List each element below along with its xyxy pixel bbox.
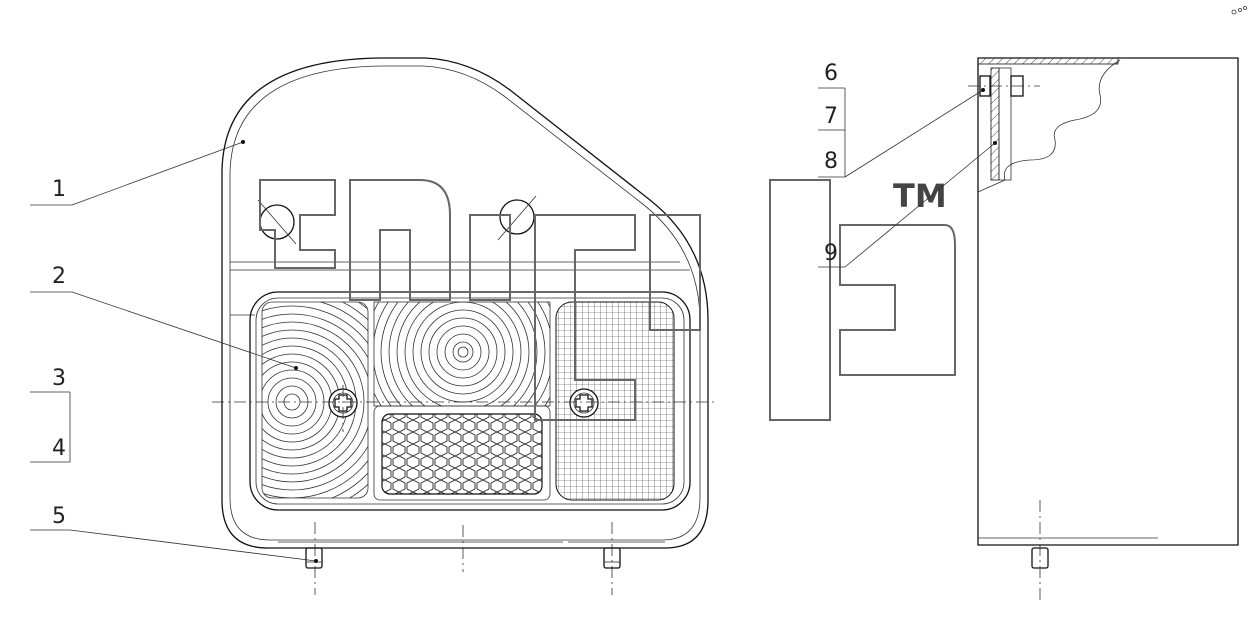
lens-left-border: [261, 301, 369, 499]
watermark-letter-3: [469, 214, 511, 301]
callout-8: 8: [824, 149, 838, 174]
watermark-letter-6: [769, 179, 831, 421]
lens-right-grid: [555, 301, 675, 501]
front-view: [212, 57, 716, 595]
screw-right: [569, 388, 599, 418]
side-view: [968, 57, 1239, 600]
mounting-plate: [998, 67, 1012, 181]
corner-mark: [1231, 6, 1247, 15]
mounting-hole-left: [257, 199, 297, 245]
callout-7: 7: [824, 104, 838, 129]
gasket-hatch: [990, 67, 1000, 181]
watermark-letter-2: [349, 179, 451, 301]
watermark-trademark: TM: [893, 177, 947, 215]
watermark-letter-4: [534, 214, 636, 421]
callout-1: 1: [52, 177, 66, 202]
callouts: 1 2 3 4 5 6 7 8 9: [30, 61, 997, 563]
lens-left-concentric: [262, 302, 368, 498]
break-line: [977, 59, 1121, 193]
callout-6: 6: [824, 61, 838, 86]
housing-outline: [221, 57, 709, 549]
watermark-letter-5: [649, 214, 701, 331]
callout-2: 2: [52, 264, 66, 289]
side-housing: [977, 57, 1239, 546]
hex-reflector: [381, 413, 543, 495]
callout-4: 4: [52, 436, 66, 461]
housing-inner-outline: [229, 65, 701, 541]
callout-5: 5: [52, 504, 66, 529]
top-hatch: [977, 57, 1119, 65]
watermark-letter-1: [259, 179, 336, 269]
callout-3: 3: [52, 366, 66, 391]
lens-middle-border: [373, 301, 551, 407]
callout-9: 9: [824, 241, 838, 266]
stud-right: [603, 547, 621, 569]
watermark-logo: [259, 179, 956, 421]
mounting-hole-right: [497, 195, 537, 241]
stud-left: [305, 547, 323, 569]
hex-reflector-border: [373, 405, 551, 501]
watermark-letter-7: [839, 224, 956, 376]
